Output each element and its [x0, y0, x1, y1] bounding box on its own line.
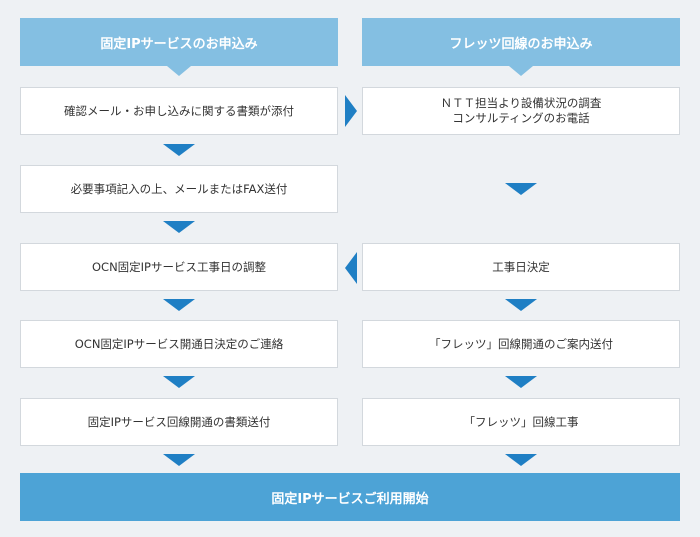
right-step-3: 「フレッツ」回線開通のご案内送付	[362, 320, 680, 368]
left-step-1: 確認メール・お申し込みに関する書類が添付	[20, 87, 338, 135]
header-flets: フレッツ回線のお申込み	[362, 18, 680, 66]
right-step-1-line-2: コンサルティングのお電話	[452, 111, 590, 125]
down-arrow-icon	[163, 454, 195, 466]
right-step-1-line-1: ＮＴＴ担当より設備状況の調査	[440, 96, 602, 111]
down-arrow-icon	[163, 144, 195, 156]
down-arrow-icon	[163, 299, 195, 311]
left-step-3: OCN固定IPサービス工事日の調整	[20, 243, 338, 291]
down-arrow-icon	[505, 299, 537, 311]
right-step-4: 「フレッツ」回線工事	[362, 398, 680, 446]
left-arrow-icon	[345, 252, 357, 284]
left-step-5: 固定IPサービス回線開通の書類送付	[20, 398, 338, 446]
final-step-service-start: 固定IPサービスご利用開始	[20, 473, 680, 521]
down-arrow-icon	[505, 376, 537, 388]
right-arrow-icon	[345, 95, 357, 127]
down-arrow-icon	[505, 183, 537, 195]
right-step-2: 工事日決定	[362, 243, 680, 291]
left-step-2: 必要事項記入の上、メールまたはFAX送付	[20, 165, 338, 213]
left-step-4: OCN固定IPサービス開通日決定のご連絡	[20, 320, 338, 368]
down-arrow-icon	[163, 376, 195, 388]
down-arrow-icon	[163, 221, 195, 233]
right-step-1: ＮＴＴ担当より設備状況の調査 コンサルティングのお電話	[362, 87, 680, 135]
down-arrow-icon	[505, 454, 537, 466]
header-ip-service: 固定IPサービスのお申込み	[20, 18, 338, 66]
